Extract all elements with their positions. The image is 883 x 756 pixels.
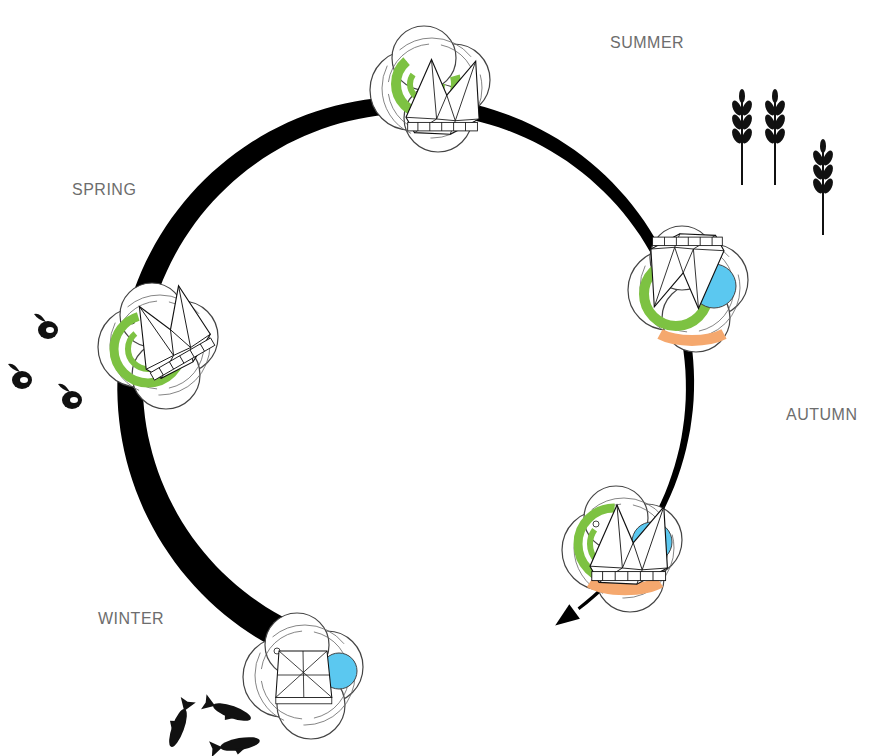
cycle-arrowhead [555,604,580,625]
building-plan [370,26,490,152]
building-plan [628,226,748,352]
building-plan [562,486,682,612]
season-label: SPRING [70,181,138,199]
fish-icon [162,694,262,756]
cycle-ring [117,97,694,662]
building-plan [98,283,218,409]
season-label: AUTUMN [784,406,859,424]
building-plan [243,613,363,739]
season-label: SUMMER [608,34,686,52]
cycle-ring-band [117,97,694,662]
wheat-icon [730,89,835,235]
season-label: WINTER [96,610,166,628]
olive-icon [8,314,82,409]
